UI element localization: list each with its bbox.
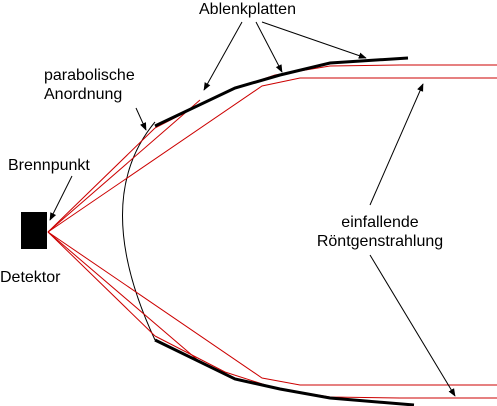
upper-deflector-plates [154, 56, 409, 128]
arrow-incident-upper [369, 83, 424, 206]
lower-ray-reflected [47, 231, 201, 363]
arrow-plates-3 [261, 21, 367, 59]
lower-deflector-plates [154, 338, 415, 406]
upper-ray-reflected [47, 99, 201, 233]
label-incident-line1: einfallende [341, 214, 419, 231]
lower-ray-reflected-2 [47, 231, 156, 337]
label-incident-line2: Röntgenstrahlung [316, 233, 444, 250]
label-parabolic-line1: parabolische [44, 67, 135, 84]
label-focal-point: Brennpunkt [8, 157, 90, 174]
label-deflector-plates: Ablenkplatten [199, 1, 296, 18]
lower-ray-inner [47, 231, 497, 386]
arrow-plates-2 [255, 21, 283, 73]
label-parabolic-line2: Anordnung [44, 86, 123, 103]
arrow-plates-1 [203, 21, 243, 91]
upper-ray-reflected-2 [47, 127, 156, 233]
arrow-incident-lower [369, 254, 456, 397]
upper-ray-inner [47, 77, 497, 233]
detector-box [21, 212, 47, 249]
arrow-parabolic [135, 107, 147, 131]
lower-rays [47, 231, 497, 399]
arrow-focal-point [49, 175, 73, 221]
lower-ray-outer [154, 335, 497, 399]
upper-ray-outer [154, 64, 497, 129]
label-detector: Detektor [0, 269, 61, 286]
